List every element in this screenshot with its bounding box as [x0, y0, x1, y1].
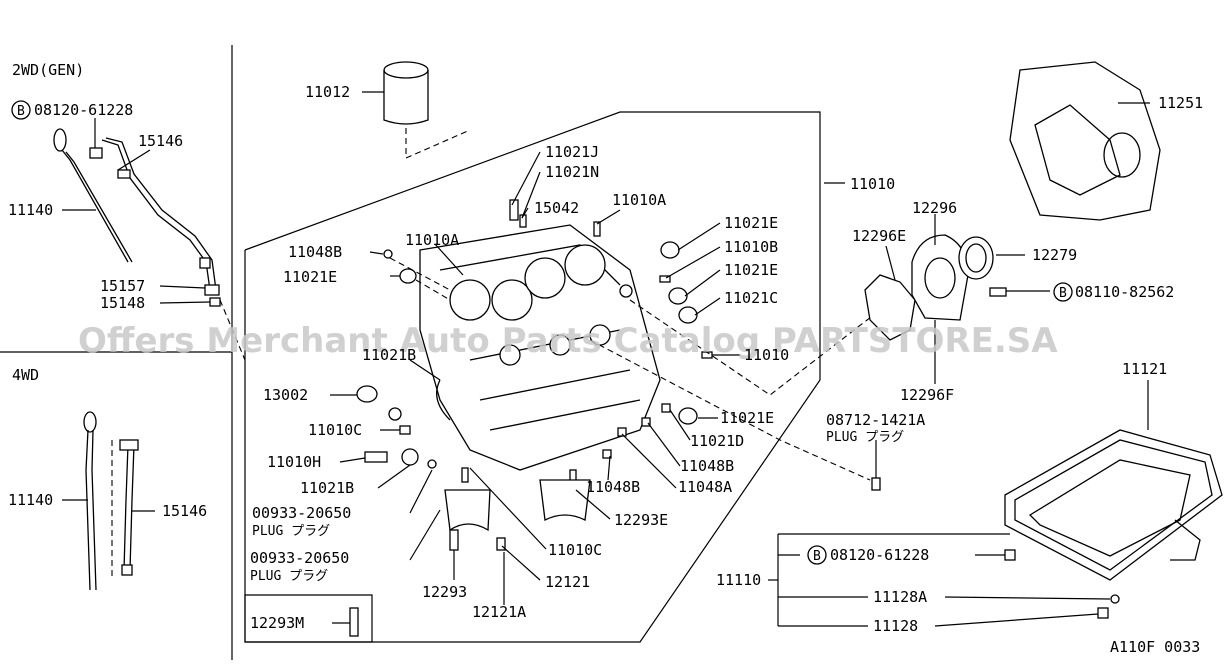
- label-12296[interactable]: 12296: [912, 199, 957, 217]
- label-08120-bottom[interactable]: 08120-61228: [830, 546, 929, 564]
- label-11021E-r1[interactable]: 11021E: [724, 214, 778, 232]
- label-11010A-top[interactable]: 11010A: [612, 191, 666, 209]
- label-15157[interactable]: 15157: [100, 277, 145, 295]
- svg-text:B: B: [17, 104, 25, 119]
- section-4wd: 4WD: [12, 366, 39, 384]
- label-11021D[interactable]: 11021D: [690, 432, 744, 450]
- label-15148[interactable]: 15148: [100, 294, 145, 312]
- leader-lines: [62, 91, 1150, 627]
- label-12293E[interactable]: 12293E: [614, 511, 668, 529]
- label-00933-a[interactable]: 00933-20650: [252, 504, 351, 522]
- label-11010C-bottom[interactable]: 11010C: [548, 541, 602, 559]
- oil-pan: [1004, 429, 1223, 619]
- label-plug-c: PLUG プラグ: [826, 430, 904, 445]
- ring-15157: [204, 284, 220, 296]
- guide-line-3: [219, 299, 246, 361]
- label-12121A[interactable]: 12121A: [472, 603, 526, 621]
- label-00933-b[interactable]: 00933-20650: [250, 549, 349, 567]
- label-11048B-mid[interactable]: 11048B: [586, 478, 640, 496]
- figure-code: A110F 0033: [1110, 638, 1200, 656]
- label-11021J[interactable]: 11021J: [545, 143, 599, 161]
- label-11010B[interactable]: 11010B: [724, 238, 778, 256]
- label-11140-bottom[interactable]: 11140: [8, 491, 53, 509]
- label-plug-b: PLUG プラグ: [250, 569, 328, 584]
- label-11048B-left[interactable]: 11048B: [288, 243, 342, 261]
- label-11110[interactable]: 11110: [716, 571, 761, 589]
- label-12293M[interactable]: 12293M: [250, 614, 304, 632]
- cylinder-liner: [383, 61, 471, 159]
- bolt-mark-bottom: B: [807, 545, 827, 565]
- watermark: Offers Merchant Auto Parts Catalog PARTS…: [78, 321, 1058, 361]
- label-08120-top[interactable]: 08120-61228: [34, 101, 133, 119]
- label-11128[interactable]: 11128: [873, 617, 918, 635]
- label-15042[interactable]: 15042: [534, 199, 579, 217]
- label-12296F[interactable]: 12296F: [900, 386, 954, 404]
- bearing-caps: [349, 479, 591, 637]
- label-11021B[interactable]: 11021B: [300, 479, 354, 497]
- guide-line: [589, 339, 871, 481]
- dipstick-2wd: [53, 128, 133, 263]
- svg-text:B: B: [813, 549, 821, 564]
- label-13002[interactable]: 13002: [263, 386, 308, 404]
- label-11048B-right[interactable]: 11048B: [680, 457, 734, 475]
- rear-plate: [1009, 61, 1161, 221]
- dipstick-4wd: [83, 411, 97, 591]
- label-11010H[interactable]: 11010H: [267, 453, 321, 471]
- label-plug-a: PLUG プラグ: [252, 524, 330, 539]
- label-11048A[interactable]: 11048A: [678, 478, 732, 496]
- svg-text:B: B: [1059, 286, 1067, 301]
- bolt-icon: [89, 147, 103, 159]
- label-11010A[interactable]: 11010A: [405, 231, 459, 249]
- label-11251[interactable]: 11251: [1158, 94, 1203, 112]
- label-11128A[interactable]: 11128A: [873, 588, 927, 606]
- label-11021E-r2[interactable]: 11021E: [724, 261, 778, 279]
- label-08712[interactable]: 08712-1421A: [826, 411, 925, 429]
- inset-box: [244, 594, 373, 643]
- label-11010[interactable]: 11010: [850, 175, 895, 193]
- guide-line-4: [389, 257, 451, 291]
- label-11010-right[interactable]: 11010: [744, 346, 789, 364]
- ring-15148: [209, 297, 221, 307]
- label-15146-bottom[interactable]: 15146: [162, 502, 207, 520]
- label-11021E-left[interactable]: 11021E: [283, 268, 337, 286]
- label-15146-top[interactable]: 15146: [138, 132, 183, 150]
- bolt-mark-08110: B: [1053, 282, 1073, 302]
- section-2wd: 2WD(GEN): [12, 61, 84, 79]
- label-08110[interactable]: 08110-82562: [1075, 283, 1174, 301]
- guide-tube-2wd: [101, 137, 217, 291]
- label-11021B-top[interactable]: 11021B: [362, 346, 416, 364]
- cylinder-block: [419, 224, 661, 471]
- label-11012[interactable]: 11012: [305, 83, 350, 101]
- label-12296E[interactable]: 12296E: [852, 227, 906, 245]
- label-12279[interactable]: 12279: [1032, 246, 1077, 264]
- label-12121[interactable]: 12121: [545, 573, 590, 591]
- bolt-mark-top: B: [11, 100, 31, 120]
- label-11121[interactable]: 11121: [1122, 360, 1167, 378]
- label-12293[interactable]: 12293: [422, 583, 467, 601]
- label-11021N[interactable]: 11021N: [545, 163, 599, 181]
- guide-tube-4wd: [111, 439, 139, 580]
- label-11010C[interactable]: 11010C: [308, 421, 362, 439]
- guide-line-5: [415, 279, 451, 301]
- label-11140-top[interactable]: 11140: [8, 201, 53, 219]
- label-11021C[interactable]: 11021C: [724, 289, 778, 307]
- guide-line-2: [629, 299, 881, 396]
- label-11021E-low[interactable]: 11021E: [720, 409, 774, 427]
